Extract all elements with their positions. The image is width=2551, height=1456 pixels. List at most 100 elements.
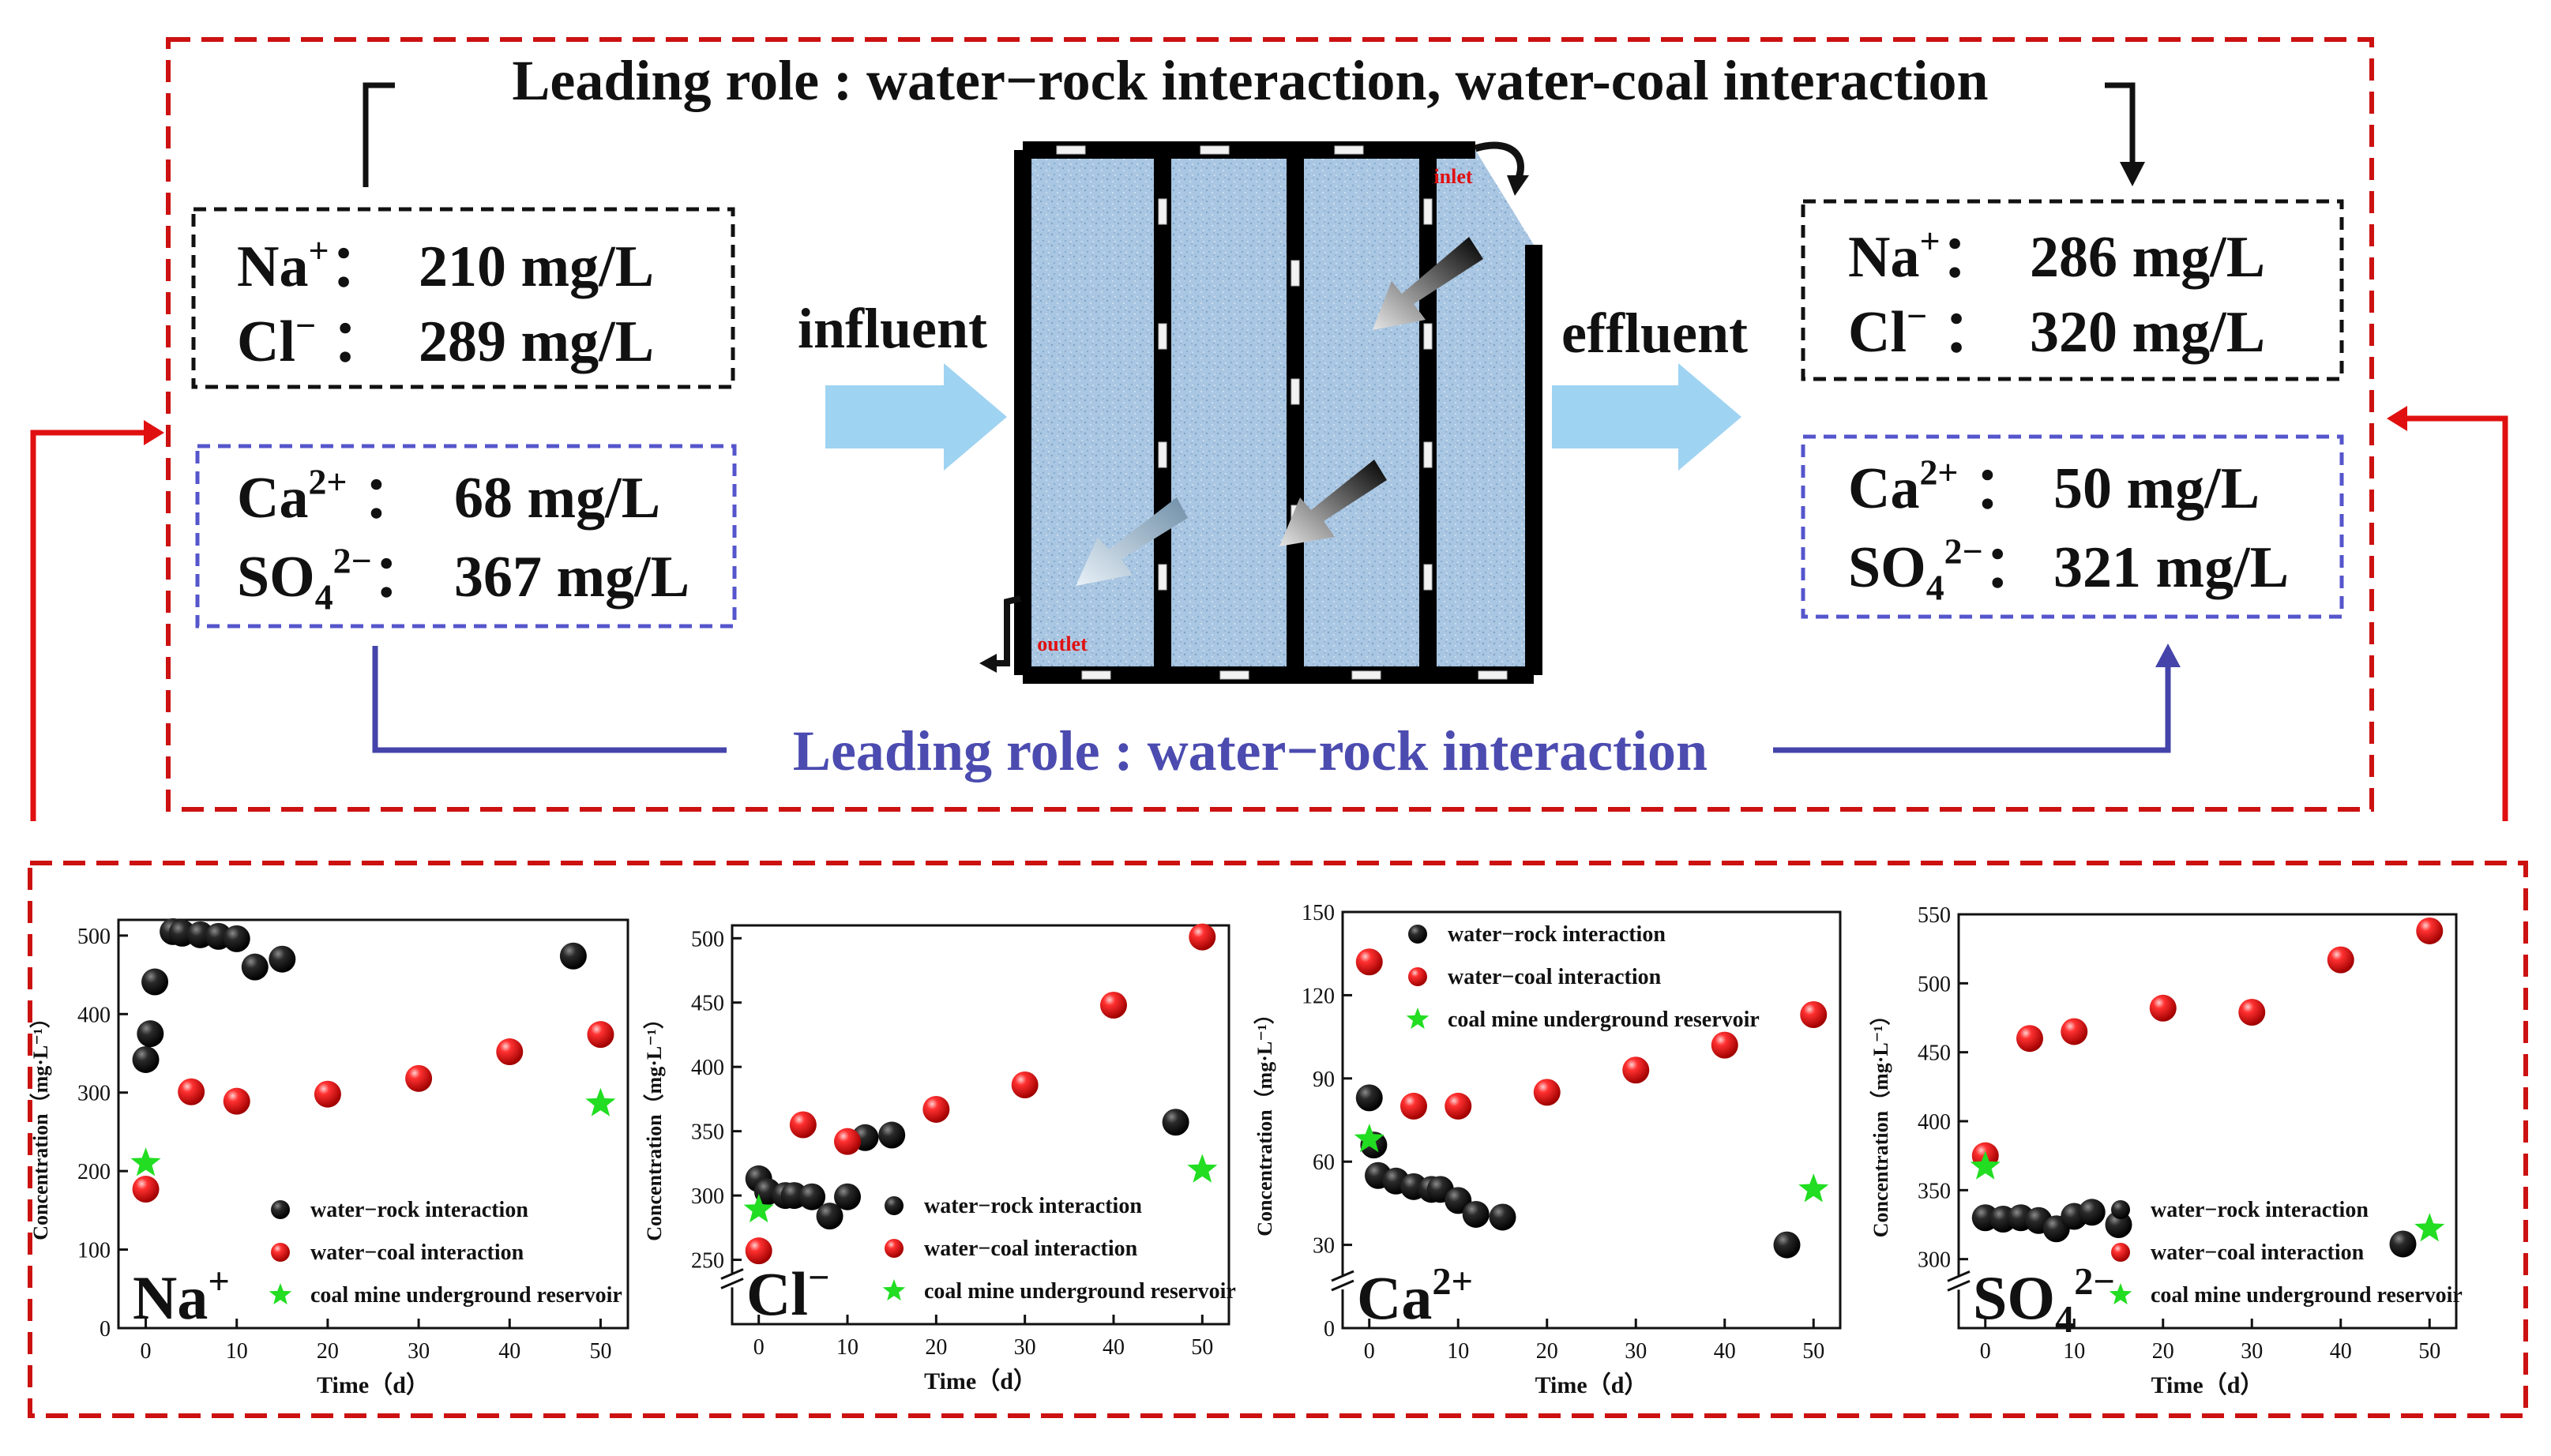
- connector-left-black: [363, 82, 395, 187]
- data-point-1: [1622, 1056, 1650, 1084]
- x-axis-label: Time（d）: [2151, 1372, 2264, 1398]
- data-point-1: [1355, 948, 1383, 976]
- axis-break-mark: [1331, 1270, 1354, 1282]
- connector-right-arrowhead: [2120, 162, 2145, 186]
- effluent-box-ca-so4: [1801, 434, 2344, 619]
- influent-box1-ion-1: Cl− ：: [237, 305, 389, 374]
- influent-box2-ion-0: Ca2+ ：: [237, 461, 420, 531]
- leading-role-rock-title: Leading role : water−rock interaction: [793, 719, 1708, 782]
- data-point-1: [1099, 992, 1127, 1019]
- legend-marker-0: [1408, 925, 1427, 944]
- plot-frame: [1341, 910, 1842, 1330]
- legend-label-0: water−rock interaction: [2151, 1198, 2369, 1222]
- x-tick-label: 40: [2330, 1339, 2352, 1364]
- ion-label: Ca2+: [1357, 1261, 1473, 1332]
- data-point-1: [834, 1128, 862, 1155]
- legend-marker-0: [2111, 1200, 2130, 1219]
- influent-box-na-cl: [191, 207, 735, 389]
- data-point-0: [1773, 1231, 1801, 1259]
- legend-marker-0: [885, 1196, 904, 1215]
- red-arrowhead-left: [144, 420, 164, 445]
- data-point-1: [922, 1095, 950, 1123]
- red-arrowhead-right: [2387, 406, 2407, 431]
- y-tick-label: 0: [100, 1317, 111, 1342]
- y-axis-label: Concentration（mg·L⁻¹）: [643, 1008, 666, 1241]
- data-point-0: [2105, 1211, 2132, 1238]
- y-tick-label: 400: [1918, 1110, 1951, 1135]
- x-axis-label: Time（d）: [1535, 1372, 1648, 1398]
- data-point-1: [2061, 1018, 2088, 1045]
- y-tick-label: 0: [1324, 1317, 1335, 1342]
- effluent-box1-ion-0: Na+：: [1848, 220, 1999, 290]
- y-axis-label: Concentration（mg·L⁻¹）: [1869, 1005, 1892, 1238]
- x-tick-label: 30: [1625, 1339, 1647, 1364]
- data-point-2: [1970, 1150, 2001, 1180]
- y-tick-label: 400: [691, 1056, 724, 1080]
- legend-marker-1: [885, 1239, 904, 1258]
- effluent-box1-value-0: 286 mg/L: [2030, 225, 2265, 290]
- y-tick-label: 200: [77, 1160, 111, 1184]
- legend-label-1: water−coal interaction: [2151, 1240, 2365, 1265]
- influent-arrow: [825, 363, 1007, 471]
- connector-blue: [372, 646, 727, 753]
- x-tick-label: 50: [1191, 1335, 1213, 1360]
- x-tick-label: 20: [925, 1335, 947, 1360]
- data-point-1: [2238, 999, 2266, 1026]
- data-point-0: [878, 1121, 906, 1149]
- data-point-0: [2078, 1199, 2106, 1226]
- y-tick-label: 300: [1918, 1248, 1951, 1273]
- x-tick-label: 0: [141, 1339, 152, 1364]
- data-point-1: [496, 1038, 524, 1066]
- data-point-0: [241, 953, 269, 981]
- data-point-2: [130, 1147, 161, 1176]
- influent-box1-value-1: 289 mg/L: [419, 310, 654, 374]
- y-tick-label: 500: [77, 925, 111, 949]
- legend-marker-0: [271, 1200, 290, 1219]
- x-axis-label: Time（d）: [317, 1372, 430, 1398]
- influent-box2-value-1: 367 mg/L: [454, 545, 689, 610]
- y-tick-label: 120: [1302, 984, 1335, 1008]
- influent-box2-value-0: 68 mg/L: [454, 466, 660, 531]
- legend-label-1: water−coal interaction: [310, 1240, 524, 1265]
- data-point-0: [834, 1183, 862, 1210]
- data-point-0: [2389, 1230, 2417, 1258]
- flow-arrow-1: [1373, 237, 1483, 330]
- legend-label-2: coal mine underground reservoir: [310, 1283, 622, 1308]
- data-point-1: [1400, 1092, 1427, 1120]
- x-tick-label: 0: [753, 1335, 765, 1360]
- x-tick-label: 50: [2418, 1339, 2440, 1364]
- x-tick-label: 0: [1980, 1339, 1991, 1364]
- ion-label: Na+: [133, 1261, 230, 1332]
- connector-right-black: [2105, 82, 2136, 166]
- influent-box2-ion-1: SO42−：: [237, 540, 430, 617]
- flow-arrow-2: [1279, 460, 1387, 546]
- legend-label-2: coal mine underground reservoir: [2151, 1283, 2463, 1308]
- data-point-1: [789, 1111, 817, 1139]
- data-point-0: [1489, 1203, 1516, 1231]
- axis-break-mark: [1331, 1279, 1354, 1292]
- data-point-0: [1355, 1084, 1383, 1112]
- x-tick-label: 10: [1447, 1339, 1469, 1364]
- data-point-1: [2149, 994, 2177, 1022]
- data-point-1: [178, 1078, 205, 1105]
- x-tick-label: 0: [1364, 1339, 1375, 1364]
- data-point-0: [223, 925, 250, 952]
- legend-label-2: coal mine underground reservoir: [924, 1279, 1236, 1304]
- reactor-body: [1023, 150, 1534, 675]
- axis-break-mark: [720, 1268, 744, 1280]
- data-point-1: [1533, 1079, 1561, 1106]
- data-point-1: [405, 1064, 433, 1092]
- influent-box-ca-so4: [195, 444, 737, 629]
- data-point-1: [1800, 1000, 1828, 1028]
- x-tick-label: 10: [226, 1339, 248, 1364]
- x-tick-label: 10: [2063, 1339, 2085, 1364]
- data-point-2: [1354, 1124, 1384, 1153]
- effluent-arrow: [1552, 363, 1741, 471]
- effluent-box2-value-0: 50 mg/L: [2053, 456, 2260, 521]
- legend-marker-2: [1406, 1008, 1430, 1030]
- data-point-0: [798, 1183, 826, 1210]
